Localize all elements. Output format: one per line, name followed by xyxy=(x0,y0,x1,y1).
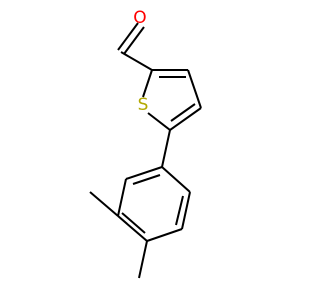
bond-b2-b3-inner xyxy=(175,195,184,226)
bond-b2-b3 xyxy=(181,191,191,230)
bond-methyl-3 xyxy=(89,191,119,217)
bond-b1-b2 xyxy=(161,166,191,193)
bond-b4-b5-inner xyxy=(121,212,146,234)
bond-c3-c4 xyxy=(187,69,202,109)
bond-c5-s xyxy=(147,112,171,131)
bond-cho-ring xyxy=(120,51,153,71)
bond-c4-c5-inner xyxy=(170,103,196,122)
molecule-structure: O S xyxy=(89,8,202,279)
bond-methyl-4 xyxy=(138,240,148,279)
bond-thiophene-benzene xyxy=(161,129,171,168)
bond-b3-b4 xyxy=(146,228,183,242)
bond-c4-c5 xyxy=(169,107,202,131)
bond-b5-b6 xyxy=(117,178,127,217)
bond-carbonyl-double-b xyxy=(117,22,139,51)
bond-carbonyl-double-a xyxy=(123,26,145,55)
bond-b6-b1-inner xyxy=(132,174,161,185)
bond-b4-b5 xyxy=(117,215,148,242)
atom-oxygen: O xyxy=(133,8,146,28)
bond-b6-b1 xyxy=(125,166,163,180)
bond-s-c2 xyxy=(142,69,153,98)
atom-sulfur: S xyxy=(138,95,149,115)
